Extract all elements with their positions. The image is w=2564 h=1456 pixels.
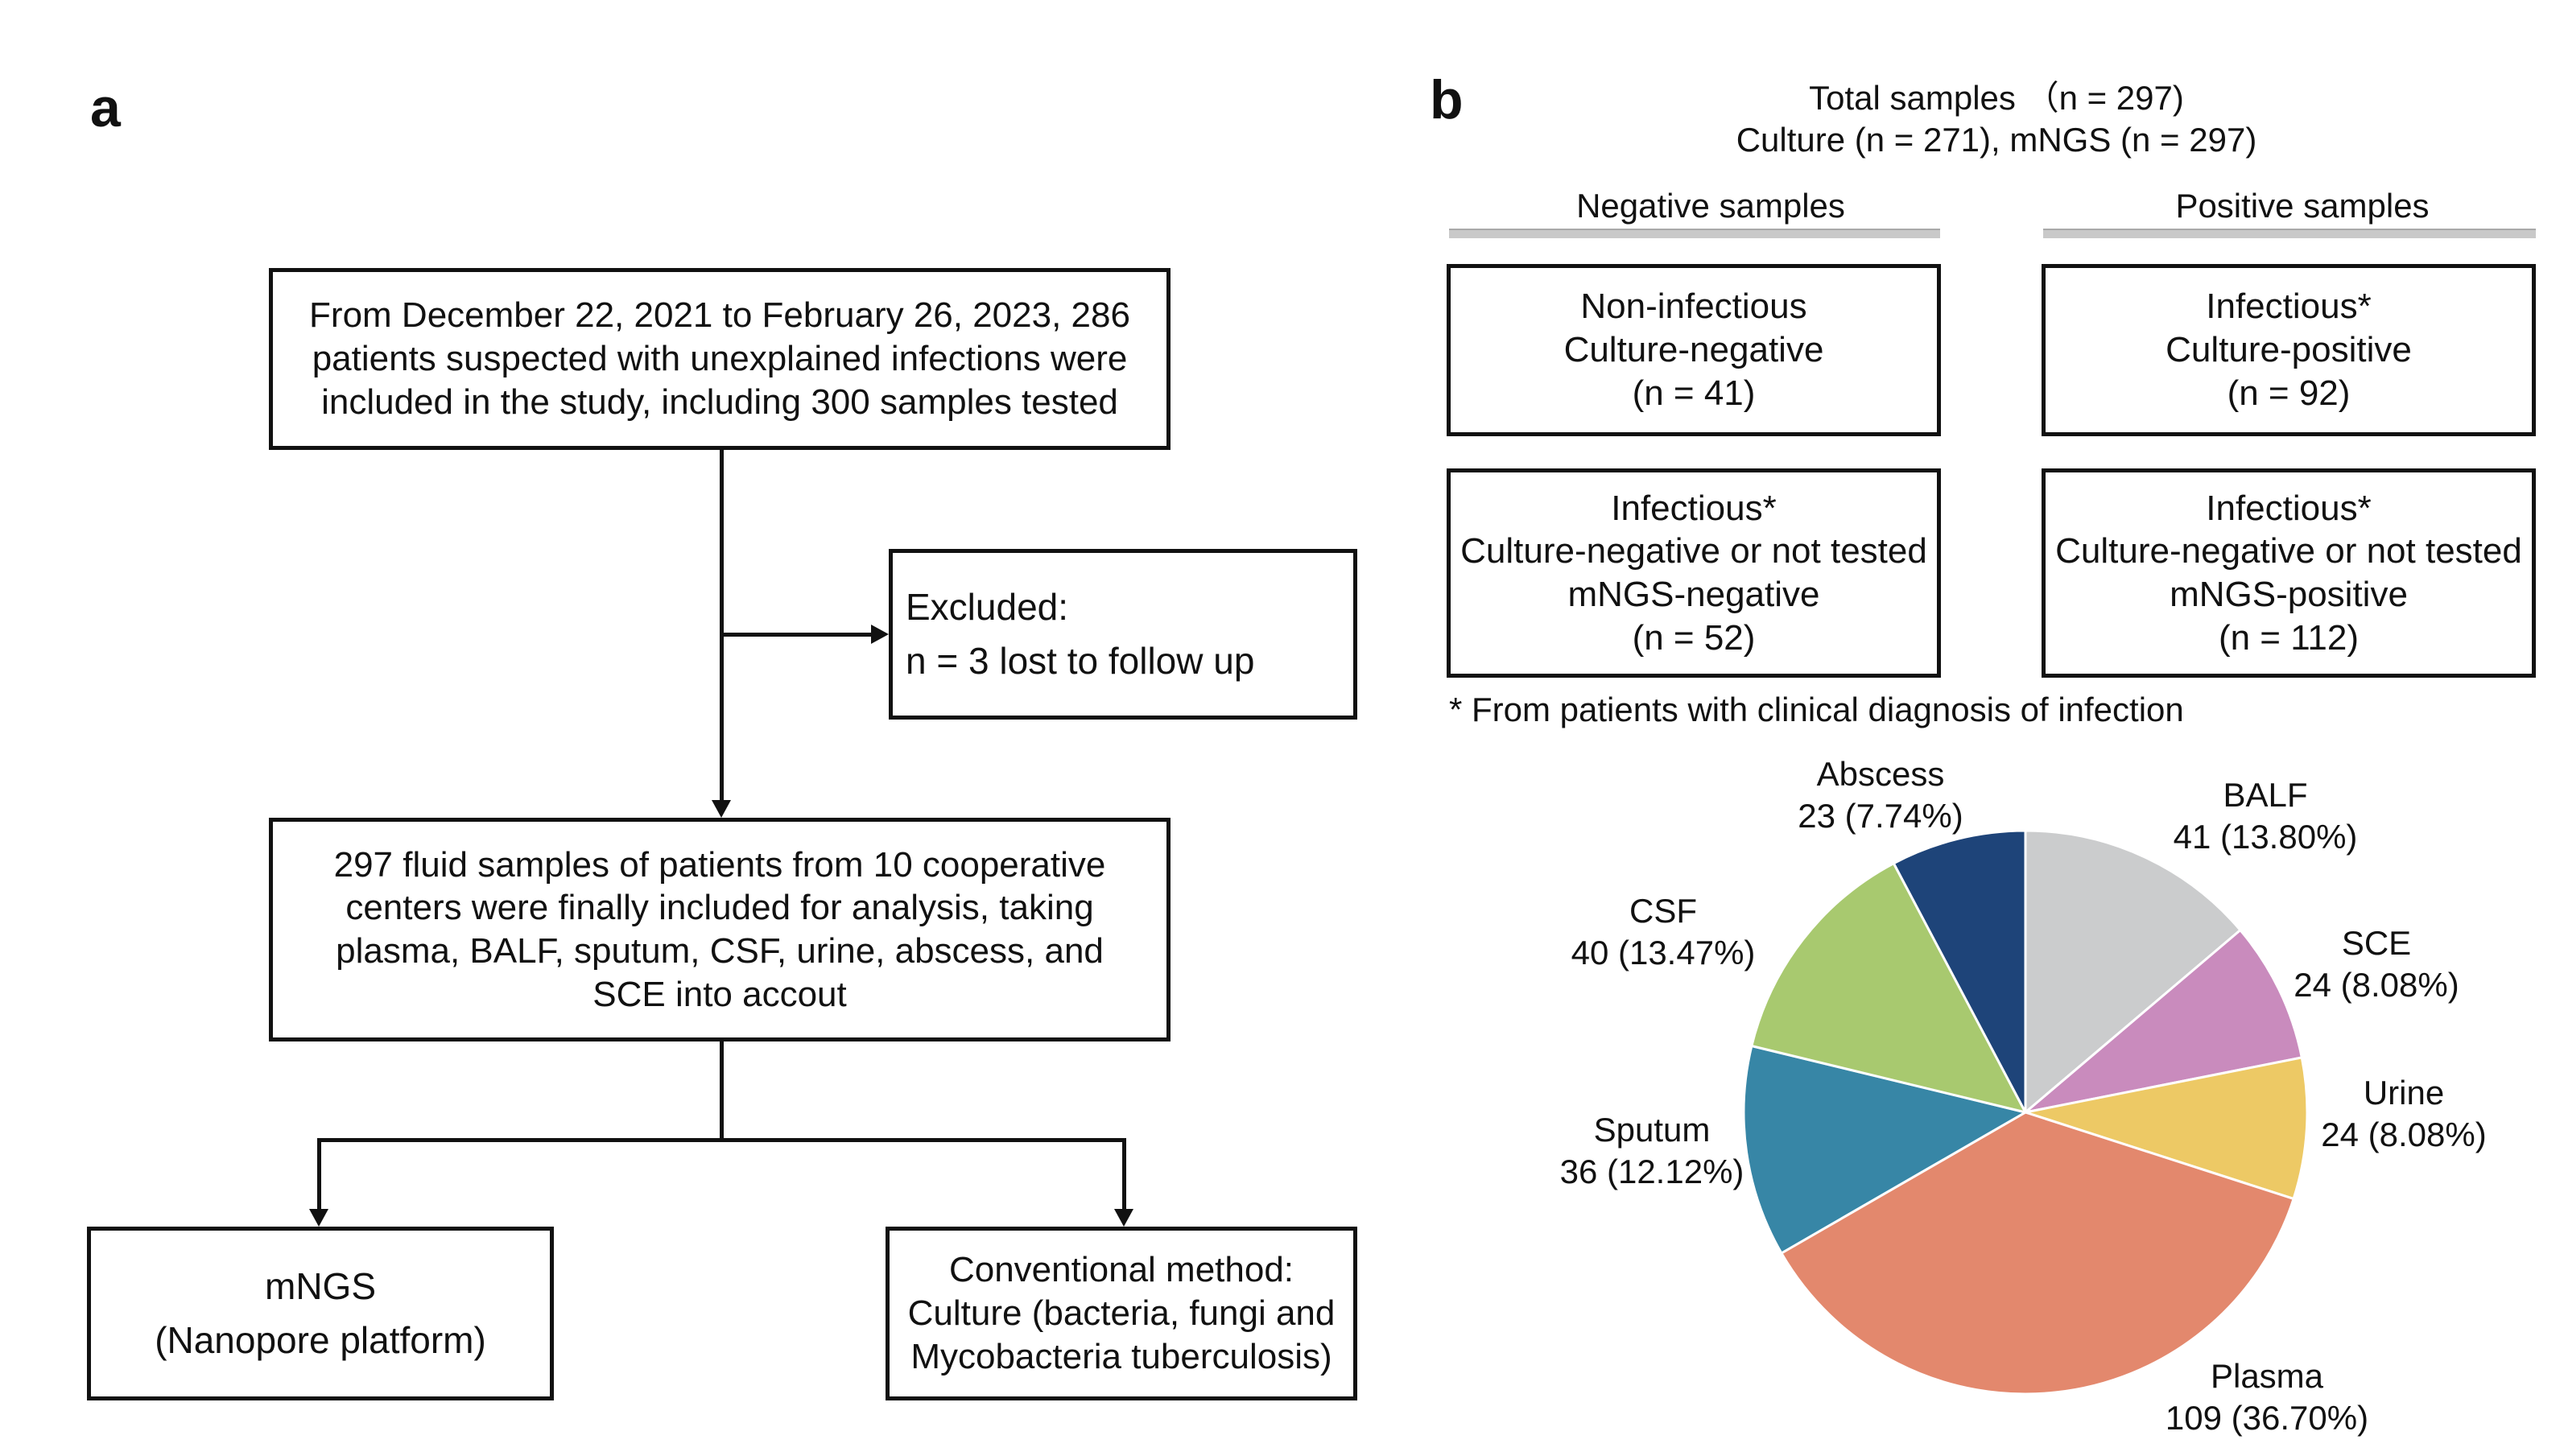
neg-box2-line-2: Culture-negative or not tested	[1460, 531, 1927, 571]
pie-slice-urine	[2021, 1056, 2309, 1201]
pos-box1-line-3: (n = 92)	[2227, 373, 2351, 413]
pos-box2-line-4: (n = 112)	[2218, 617, 2360, 658]
negative-header-rule	[1449, 229, 1940, 238]
conventional-line-2: Culture (bacteria, fungi and	[907, 1293, 1336, 1334]
neg-box2-line-1: Infectious*	[1611, 488, 1777, 528]
negative-box-infectious: Infectious* Culture-negative or not test…	[1447, 468, 1941, 678]
pie-slice-plasma	[1779, 1111, 2295, 1396]
excluded-detail: n = 3 lost to follow up	[906, 640, 1255, 682]
pos-box2-line-2: Culture-negative or not tested	[2055, 531, 2522, 571]
arrow-to-conventional	[1114, 1209, 1133, 1227]
neg-box2-line-4: (n = 52)	[1632, 617, 1756, 658]
positive-box-culture: Infectious* Culture-positive (n = 92)	[2042, 264, 2536, 436]
pie-label-name-sputum: Sputum	[1594, 1111, 1711, 1149]
total-samples: Total samples （n = 297)	[1809, 79, 2184, 117]
positive-header-rule	[2043, 229, 2536, 238]
analysis-line-1: 297 fluid samples of patients from 10 co…	[333, 844, 1106, 885]
culture-mngs-counts: Culture (n = 271), mNGS (n = 297)	[1736, 121, 2257, 159]
conventional-box: Conventional method: Culture (bacteria, …	[886, 1227, 1357, 1400]
analysis-line-4: SCE into accout	[592, 974, 847, 1014]
sample-type-pie-chart: BALF 41 (13.80%) SCE 24 (8.08%) Urine 24 (8.0…	[1560, 755, 2487, 1437]
pie-label-name-balf: BALF	[2223, 776, 2307, 814]
analysis-line-3: plasma, BALF, sputum, CSF, urine, absces…	[336, 931, 1104, 971]
pie-slice-balf	[2024, 829, 2243, 1116]
negative-header: Negative samples	[1576, 187, 1845, 225]
connector-split-vertical	[720, 1041, 724, 1141]
connector-main-vertical	[720, 450, 724, 802]
mngs-box: mNGS (Nanopore platform)	[87, 1227, 554, 1400]
enrollment-line-3: included in the study, including 300 sam…	[321, 382, 1118, 422]
pie-label-value-balf: 41 (13.80%)	[2174, 818, 2358, 856]
negative-box-noninfectious: Non-infectious Culture-negative (n = 41)	[1447, 264, 1941, 436]
footnote: * From patients with clinical diagnosis …	[1449, 691, 2184, 728]
pie-label-value-plasma: 109 (36.70%)	[2166, 1399, 2368, 1437]
pie-label-name-csf: CSF	[1629, 892, 1697, 930]
enrollment-box: From December 22, 2021 to February 26, 2…	[269, 268, 1171, 450]
pie-label-name-plasma: Plasma	[2211, 1357, 2324, 1395]
neg-box1-line-2: Culture-negative	[1563, 330, 1824, 370]
positive-box-mngs: Infectious* Culture-negative or not test…	[2042, 468, 2536, 678]
pie-label-value-sputum: 36 (12.12%)	[1560, 1153, 1744, 1190]
analysis-box: 297 fluid samples of patients from 10 co…	[269, 818, 1171, 1041]
mngs-title: mNGS	[265, 1265, 376, 1308]
mngs-platform: (Nanopore platform)	[155, 1319, 486, 1361]
pie-label-value-urine: 24 (8.08%)	[2321, 1116, 2486, 1153]
neg-box1-line-3: (n = 41)	[1632, 373, 1756, 413]
conventional-line-3: Mycobacteria tuberculosis)	[910, 1336, 1332, 1376]
arrow-to-excluded	[871, 625, 889, 644]
arrow-to-analysis	[712, 800, 731, 818]
pos-box2-line-1: Infectious*	[2206, 488, 2372, 528]
connector-to-mngs	[317, 1138, 321, 1211]
enrollment-line-1: From December 22, 2021 to February 26, 2…	[309, 295, 1130, 336]
positive-header: Positive samples	[2175, 187, 2430, 225]
neg-box1-line-1: Non-infectious	[1580, 287, 1807, 327]
excluded-title: Excluded:	[906, 586, 1069, 629]
pie-label-name-sce: SCE	[2342, 924, 2411, 962]
connector-excluded	[720, 633, 873, 637]
pie-label-name-urine: Urine	[2364, 1074, 2444, 1112]
pie-label-value-abscess: 23 (7.74%)	[1798, 797, 1963, 835]
pie-slice-abscess	[1892, 829, 2027, 1113]
pos-box2-line-3: mNGS-positive	[2170, 575, 2408, 614]
pie-label-value-sce: 24 (8.08%)	[2294, 966, 2459, 1004]
panel-a-letter: a	[90, 77, 121, 138]
conventional-title: Conventional method:	[948, 1250, 1294, 1290]
pie-slice-sce	[2021, 928, 2304, 1115]
pie-label-name-abscess: Abscess	[1817, 755, 1945, 793]
panel-b-letter: b	[1430, 69, 1464, 130]
pos-box1-line-2: Culture-positive	[2166, 330, 2412, 370]
connector-to-conventional	[1122, 1138, 1126, 1211]
connector-split-horizontal	[317, 1138, 1126, 1142]
neg-box2-line-3: mNGS-negative	[1567, 575, 1820, 614]
pie-slice-sputum	[1742, 1044, 2029, 1256]
analysis-line-2: centers were finally included for analys…	[345, 888, 1094, 928]
excluded-box: Excluded: n = 3 lost to follow up	[889, 549, 1357, 720]
pie-label-value-csf: 40 (13.47%)	[1571, 934, 1756, 971]
pos-box1-line-1: Infectious*	[2206, 287, 2372, 327]
arrow-to-mngs	[309, 1209, 328, 1227]
pie-slice-csf	[1750, 861, 2028, 1115]
enrollment-line-2: patients suspected with unexplained infe…	[312, 339, 1128, 379]
